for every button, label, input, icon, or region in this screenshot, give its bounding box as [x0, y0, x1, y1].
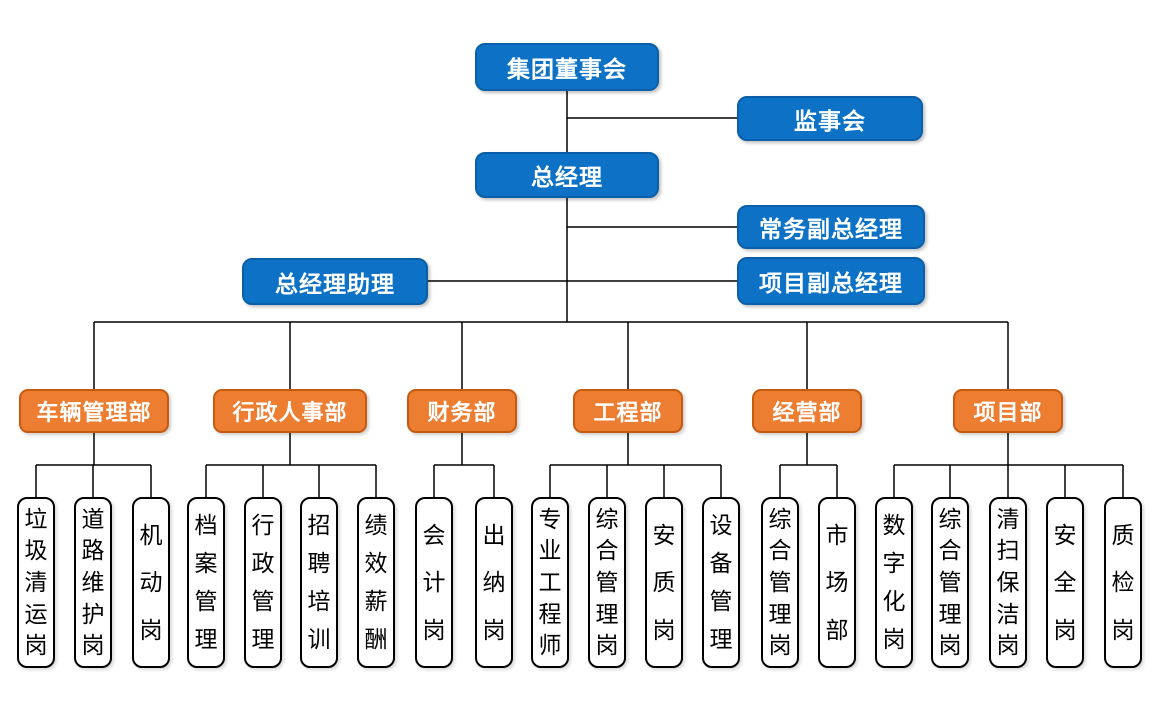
node-position: 数字化岗	[875, 497, 913, 668]
position-label: 清扫保洁岗	[996, 505, 1020, 659]
node-position: 综合管理岗	[588, 497, 626, 668]
node-position: 安全岗	[1046, 497, 1084, 668]
node-dept-vehicle-management: 车辆管理部	[19, 389, 169, 433]
position-label: 数字化岗	[882, 512, 906, 652]
position-label: 绩效薪酬	[364, 512, 388, 652]
position-label: 出纳岗	[482, 521, 506, 643]
node-position: 清扫保洁岗	[989, 497, 1027, 668]
position-label: 综合管理岗	[595, 505, 619, 659]
node-dept-engineering: 工程部	[573, 389, 683, 433]
node-dept-project: 项目部	[953, 389, 1063, 433]
position-label: 档案管理	[194, 512, 218, 652]
node-position: 行政管理	[244, 497, 282, 668]
position-label: 设备管理	[709, 512, 733, 652]
node-position: 综合管理岗	[761, 497, 799, 668]
node-position: 档案管理	[187, 497, 225, 668]
position-label: 专业工程师	[538, 505, 562, 659]
position-label: 机动岗	[139, 521, 163, 643]
position-label: 行政管理	[251, 512, 275, 652]
node-position: 综合管理岗	[931, 497, 969, 668]
node-dept-finance: 财务部	[407, 389, 517, 433]
position-label: 安全岗	[1053, 521, 1077, 643]
position-label: 综合管理岗	[768, 505, 792, 659]
node-project-deputy-gm: 项目副总经理	[737, 257, 925, 305]
node-dept-admin-hr: 行政人事部	[213, 389, 367, 433]
node-gm-assistant: 总经理助理	[242, 258, 428, 305]
node-general-manager: 总经理	[475, 152, 659, 198]
node-position: 会计岗	[415, 497, 453, 668]
node-dept-business: 经营部	[752, 389, 862, 433]
node-supervisory-board: 监事会	[737, 96, 923, 141]
position-label: 市场部	[825, 521, 849, 643]
position-label: 招聘培训	[307, 512, 331, 652]
node-position: 出纳岗	[475, 497, 513, 668]
position-label: 安质岗	[652, 521, 676, 643]
node-position: 设备管理	[702, 497, 740, 668]
position-label: 会计岗	[422, 521, 446, 643]
position-label: 道路维护岗	[81, 505, 105, 659]
node-position: 招聘培训	[300, 497, 338, 668]
node-position: 专业工程师	[531, 497, 569, 668]
node-position: 绩效薪酬	[357, 497, 395, 668]
position-label: 质检岗	[1111, 521, 1135, 643]
node-position: 机动岗	[132, 497, 170, 668]
node-executive-deputy-gm: 常务副总经理	[737, 205, 925, 249]
node-position: 道路维护岗	[74, 497, 112, 668]
node-position: 安质岗	[645, 497, 683, 668]
node-position: 垃圾清运岗	[17, 497, 55, 668]
node-position: 市场部	[818, 497, 856, 668]
position-label: 垃圾清运岗	[24, 505, 48, 659]
node-board: 集团董事会	[475, 43, 659, 91]
position-label: 综合管理岗	[938, 505, 962, 659]
node-position: 质检岗	[1104, 497, 1142, 668]
